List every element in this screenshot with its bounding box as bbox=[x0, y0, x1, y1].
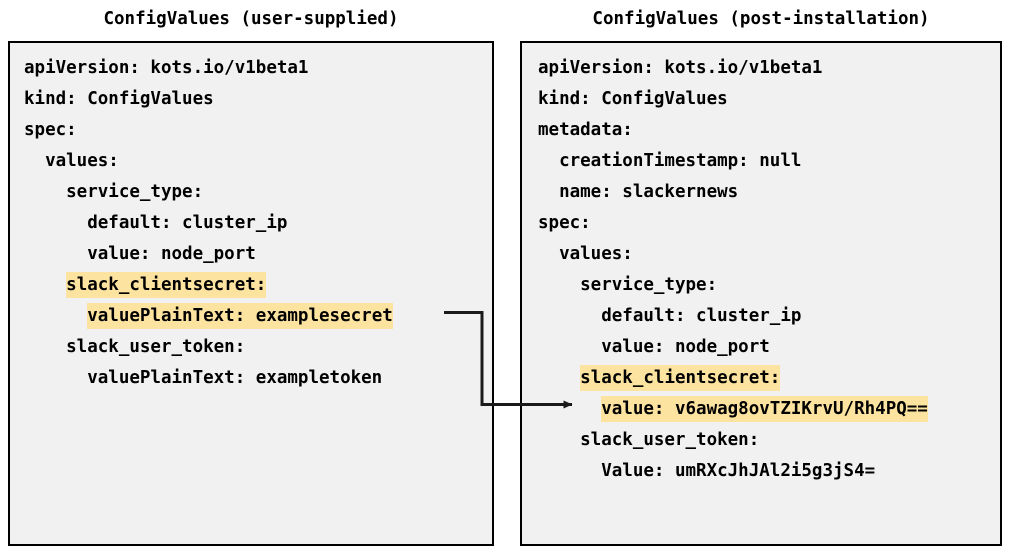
code-text: kind: ConfigValues bbox=[538, 89, 728, 109]
code-indent bbox=[24, 306, 87, 326]
code-text: service_type: bbox=[538, 275, 718, 295]
code-line: slack_clientsecret: bbox=[10, 270, 492, 301]
code-line: values: bbox=[10, 146, 492, 177]
code-line: values: bbox=[522, 239, 1000, 270]
code-box-post-installation: apiVersion: kots.io/v1beta1 kind: ConfigV… bbox=[520, 41, 1002, 546]
code-line: metadata: bbox=[522, 115, 1000, 146]
code-line: name: slackernews bbox=[522, 177, 1000, 208]
code-text: spec: bbox=[538, 213, 591, 233]
code-line: valuePlainText: examplesecret bbox=[10, 301, 492, 332]
code-text: spec: bbox=[24, 120, 77, 140]
code-text: service_type: bbox=[24, 182, 204, 202]
code-line: slack_clientsecret: bbox=[522, 363, 1000, 394]
code-indent bbox=[538, 399, 601, 419]
code-indent bbox=[24, 275, 66, 295]
highlighted-code-text: value: v6awag8ovTZIKrvU/Rh4PQ== bbox=[601, 396, 928, 422]
code-line: spec: bbox=[10, 115, 492, 146]
highlighted-code-text: slack_clientsecret: bbox=[66, 272, 267, 298]
code-text: values: bbox=[538, 244, 633, 264]
code-line: apiVersion: kots.io/v1beta1 bbox=[522, 53, 1000, 84]
code-text: default: cluster_ip bbox=[538, 306, 802, 326]
highlighted-code-text: slack_clientsecret: bbox=[580, 365, 781, 391]
code-text: metadata: bbox=[538, 120, 633, 140]
code-text: name: slackernews bbox=[538, 182, 739, 202]
code-text: slack_user_token: bbox=[24, 337, 246, 357]
code-line: service_type: bbox=[10, 177, 492, 208]
code-line: value: v6awag8ovTZIKrvU/Rh4PQ== bbox=[522, 394, 1000, 425]
code-line: value: node_port bbox=[522, 332, 1000, 363]
code-text: value: node_port bbox=[538, 337, 770, 357]
code-text: apiVersion: kots.io/v1beta1 bbox=[24, 58, 309, 78]
code-line: creationTimestamp: null bbox=[522, 146, 1000, 177]
code-line: spec: bbox=[522, 208, 1000, 239]
code-text: value: node_port bbox=[24, 244, 256, 264]
code-line: slack_user_token: bbox=[522, 425, 1000, 456]
code-line: service_type: bbox=[522, 270, 1000, 301]
code-text: values: bbox=[24, 151, 119, 171]
code-line: kind: ConfigValues bbox=[522, 84, 1000, 115]
code-text: Value: umRXcJhJAl2i5g3jS4= bbox=[538, 461, 876, 481]
panel-title-user-supplied: ConfigValues (user-supplied) bbox=[103, 9, 399, 29]
code-line: apiVersion: kots.io/v1beta1 bbox=[10, 53, 492, 84]
code-line: default: cluster_ip bbox=[10, 208, 492, 239]
code-text: apiVersion: kots.io/v1beta1 bbox=[538, 58, 823, 78]
code-lines-user-supplied: apiVersion: kots.io/v1beta1 kind: ConfigV… bbox=[10, 43, 492, 394]
code-line: Value: umRXcJhJAl2i5g3jS4= bbox=[522, 456, 1000, 487]
highlighted-code-text: valuePlainText: examplesecret bbox=[87, 303, 393, 329]
code-text: slack_user_token: bbox=[538, 430, 760, 450]
code-text: default: cluster_ip bbox=[24, 213, 288, 233]
code-text: valuePlainText: exampletoken bbox=[24, 368, 383, 388]
code-line: kind: ConfigValues bbox=[10, 84, 492, 115]
code-line: default: cluster_ip bbox=[522, 301, 1000, 332]
code-lines-post-installation: apiVersion: kots.io/v1beta1 kind: ConfigV… bbox=[522, 43, 1000, 487]
code-text: kind: ConfigValues bbox=[24, 89, 214, 109]
code-text: creationTimestamp: null bbox=[538, 151, 802, 171]
code-indent bbox=[538, 368, 580, 388]
panel-title-post-installation: ConfigValues (post-installation) bbox=[592, 9, 930, 29]
code-line: slack_user_token: bbox=[10, 332, 492, 363]
code-line: valuePlainText: exampletoken bbox=[10, 363, 492, 394]
code-line: value: node_port bbox=[10, 239, 492, 270]
code-box-user-supplied: apiVersion: kots.io/v1beta1 kind: ConfigV… bbox=[8, 41, 494, 546]
